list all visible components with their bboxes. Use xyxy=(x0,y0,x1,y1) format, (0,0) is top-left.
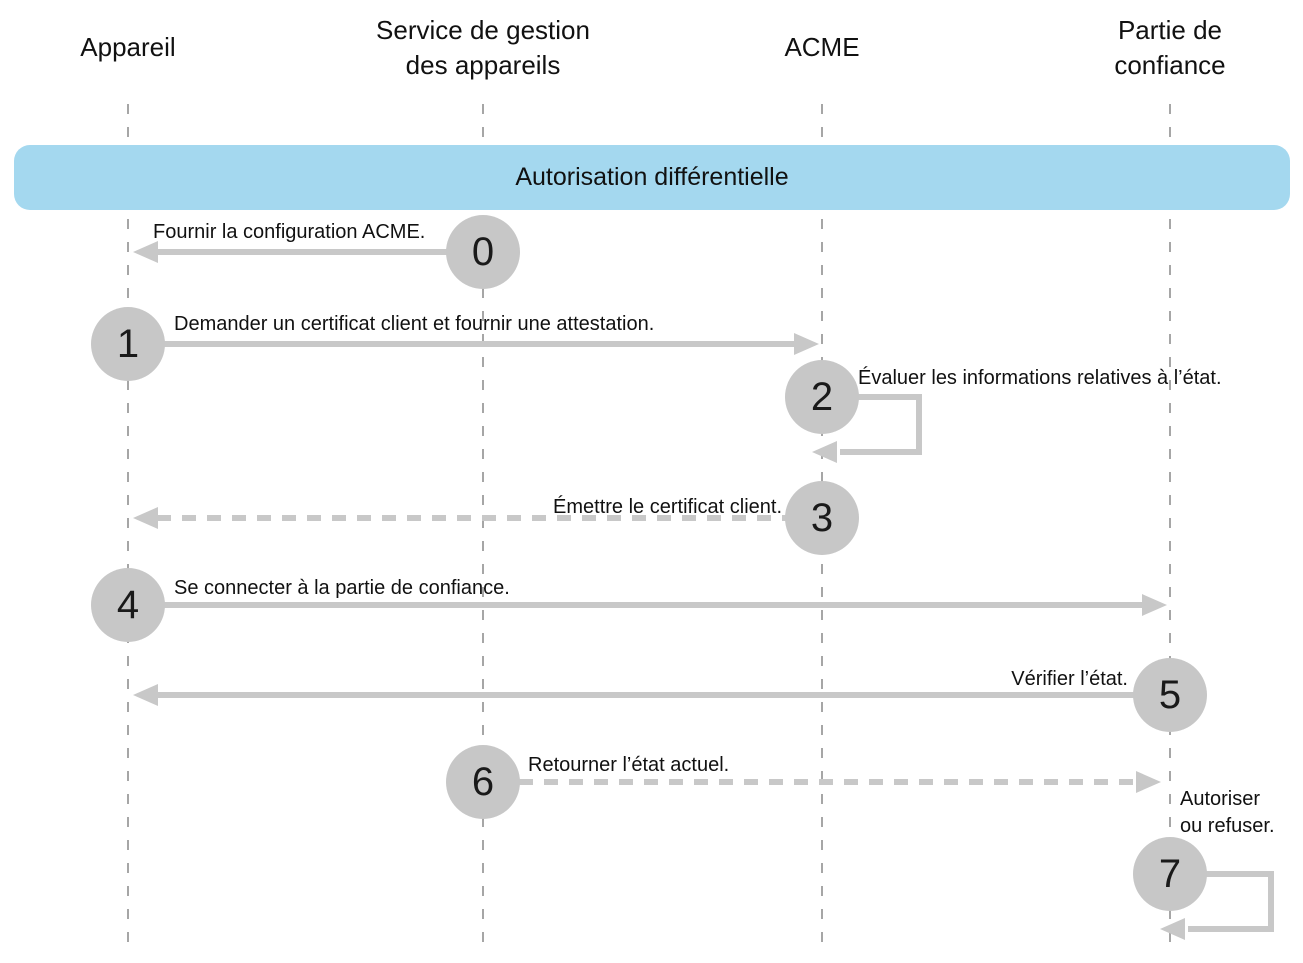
message-label-step2: Évaluer les informations relatives à l’é… xyxy=(858,367,1222,389)
step-circle-1: 1 xyxy=(91,307,165,381)
arrowhead-step5 xyxy=(133,684,158,706)
message-label-step6: Retourner l’état actuel. xyxy=(528,754,730,776)
arrowhead-step0 xyxy=(133,241,158,263)
step-circle-6: 6 xyxy=(446,745,520,819)
self-loop-step7 xyxy=(1188,871,1274,932)
step-circle-3: 3 xyxy=(785,481,859,555)
message-label-step3: Émettre le certificat client. xyxy=(553,496,782,518)
arrow-step3 xyxy=(157,515,786,521)
arrow-step6 xyxy=(519,779,1136,785)
message-label-step0: Fournir la configuration ACME. xyxy=(153,221,426,243)
arrow-step1 xyxy=(164,341,794,347)
lifeline-service-gestion xyxy=(482,104,484,952)
phase-banner: Autorisation différentielle xyxy=(14,145,1290,210)
arrowhead-step2 xyxy=(812,441,837,463)
lifeline-partie-confiance xyxy=(1169,104,1171,952)
message-label-step7: Autoriser ou refuser. xyxy=(1180,788,1275,837)
step-circle-2: 2 xyxy=(785,360,859,434)
message-label-step1: Demander un certificat client et fournir… xyxy=(174,313,655,335)
arrowhead-step1 xyxy=(794,333,819,355)
lifeline-appareil xyxy=(127,104,129,952)
arrowhead-step7 xyxy=(1160,918,1185,940)
arrowhead-step6 xyxy=(1136,771,1161,793)
step-circle-0: 0 xyxy=(446,215,520,289)
actor-acme: ACME xyxy=(784,32,860,62)
arrow-step0 xyxy=(155,249,449,255)
message-label-step4: Se connecter à la partie de confiance. xyxy=(174,577,510,599)
actor-partie-confiance: Partie de confiance xyxy=(1114,15,1226,80)
step-circle-7: 7 xyxy=(1133,837,1207,911)
actor-appareil: Appareil xyxy=(80,32,176,62)
arrowhead-step3 xyxy=(133,507,158,529)
actor-service-gestion: Service de gestion des appareils xyxy=(376,15,590,80)
step-circle-5: 5 xyxy=(1133,658,1207,732)
phase-banner-title: Autorisation différentielle xyxy=(515,163,789,191)
message-label-step5: Vérifier l’état. xyxy=(1011,668,1128,690)
self-loop-step2 xyxy=(840,394,922,455)
step-circle-4: 4 xyxy=(91,568,165,642)
arrow-step5 xyxy=(157,692,1134,698)
arrowhead-step4 xyxy=(1142,594,1167,616)
arrow-step4 xyxy=(164,602,1142,608)
